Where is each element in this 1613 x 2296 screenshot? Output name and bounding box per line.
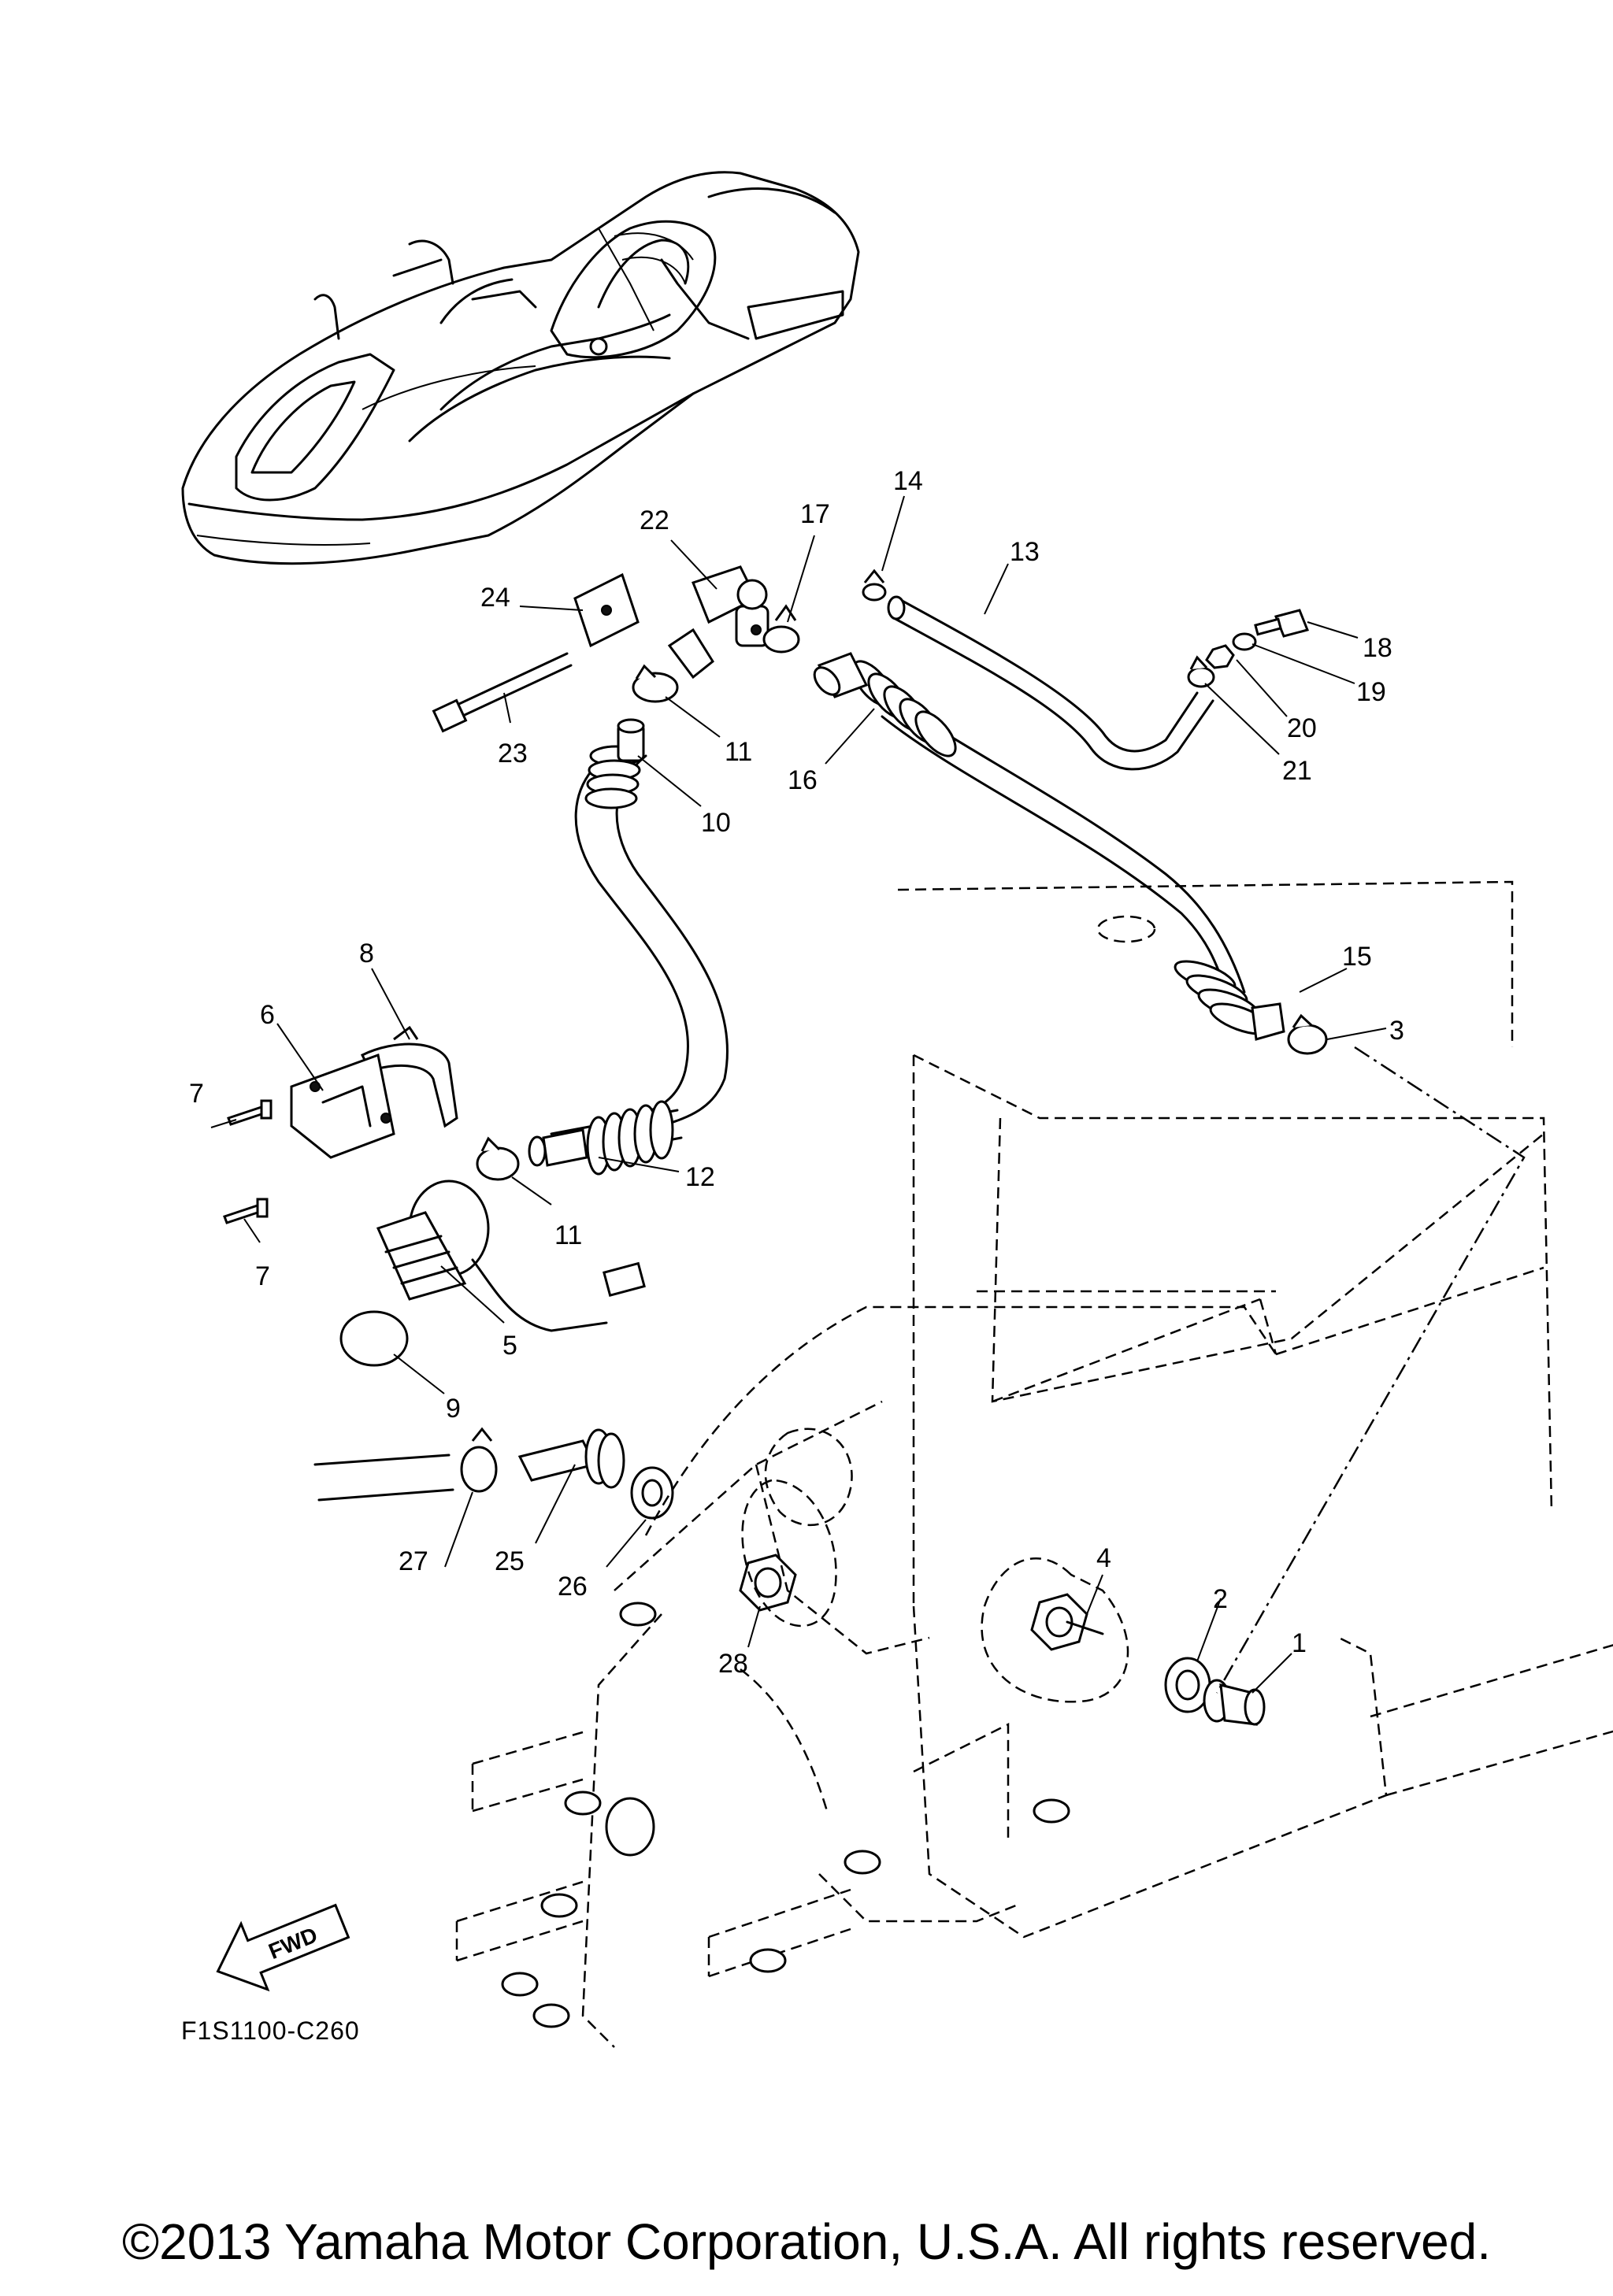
callout-10: 10	[701, 808, 731, 838]
callout-20: 20	[1287, 713, 1317, 743]
callout-7-upper: 7	[189, 1079, 204, 1109]
hose-10-corrugation	[584, 745, 643, 809]
callout-9: 9	[446, 1394, 461, 1424]
callout-12: 12	[685, 1162, 715, 1192]
part-14-clamp	[862, 568, 887, 602]
part-19-washer	[1232, 632, 1257, 651]
part-28-nut	[739, 1554, 797, 1612]
callout-8: 8	[359, 939, 374, 968]
callout-16: 16	[788, 765, 818, 795]
hose-16-corrugation	[851, 660, 957, 757]
callout-23: 23	[498, 739, 528, 768]
part-17-clamp	[762, 604, 800, 654]
part-24-bracket	[573, 572, 640, 648]
part-18-bolt	[1254, 609, 1310, 638]
part-21-clamp	[1187, 655, 1215, 688]
part-20-nut	[1205, 644, 1235, 669]
hull-mounting-bosses	[501, 1602, 1070, 2028]
part-2-washer	[1164, 1657, 1211, 1713]
callout-3: 3	[1389, 1016, 1404, 1046]
part-27-clamp	[460, 1427, 498, 1493]
callout-17: 17	[800, 499, 830, 529]
callout-11-lower: 11	[554, 1220, 582, 1250]
callout-2: 2	[1213, 1584, 1228, 1614]
callout-28: 28	[718, 1649, 748, 1679]
diagram-code: F1S1100-C260	[181, 2016, 360, 2045]
part-11-clamp-upper	[632, 664, 679, 703]
part-3-clamp	[1287, 1013, 1328, 1055]
part-23-cable-tie	[432, 652, 573, 733]
hose-13-illustration	[887, 595, 1214, 771]
fwd-arrow: FWD	[216, 1903, 350, 1992]
hose-stub-27-illustration	[313, 1454, 454, 1502]
callout-labels: 1 2 3 4 5 6 7 7 8 9 10 11 11 12 13 14 15…	[189, 466, 1404, 1679]
callout-1: 1	[1292, 1628, 1307, 1658]
hull-illustration	[455, 880, 1613, 2048]
part-5-bilge-pump	[376, 1179, 646, 1332]
callout-22: 22	[640, 505, 669, 535]
part-11-clamp-lower	[476, 1136, 520, 1181]
callout-18: 18	[1363, 633, 1392, 663]
hose-12-illustration	[528, 1100, 683, 1176]
part-9-cap	[339, 1310, 409, 1367]
hose-16-illustration	[813, 652, 1285, 1041]
hose-12-corrugation	[586, 1100, 674, 1176]
copyright-notice: ©2013 Yamaha Motor Corporation, U.S.A. A…	[121, 2213, 1492, 2270]
part-26-washer	[630, 1466, 674, 1520]
callout-5: 5	[502, 1331, 517, 1361]
callout-11-upper: 11	[725, 737, 752, 767]
part-7-rivet-lower	[223, 1198, 269, 1224]
callout-26: 26	[558, 1572, 588, 1602]
part-1-fitting	[1203, 1679, 1266, 1726]
callout-14: 14	[893, 466, 923, 496]
drain-hose-3-path	[1215, 1046, 1526, 1694]
callout-21: 21	[1282, 756, 1312, 786]
callout-15: 15	[1342, 942, 1372, 972]
part-22-fitting	[667, 565, 769, 680]
callout-25: 25	[495, 1546, 525, 1576]
callout-19: 19	[1356, 677, 1386, 707]
part-25-fitting	[517, 1428, 625, 1489]
hose-10-illustration	[574, 718, 729, 1128]
callout-4: 4	[1096, 1543, 1111, 1573]
part-4-nut	[1030, 1593, 1104, 1651]
callout-7-lower: 7	[255, 1261, 270, 1291]
watercraft-overview-illustration	[181, 171, 860, 565]
callout-leaders	[210, 495, 1387, 1694]
callout-24: 24	[480, 583, 510, 613]
hose-15-corrugation	[1174, 960, 1272, 1035]
callout-27: 27	[399, 1546, 428, 1576]
callout-13: 13	[1010, 537, 1040, 567]
callout-6: 6	[260, 1000, 275, 1030]
part-6-bracket	[290, 1053, 395, 1159]
